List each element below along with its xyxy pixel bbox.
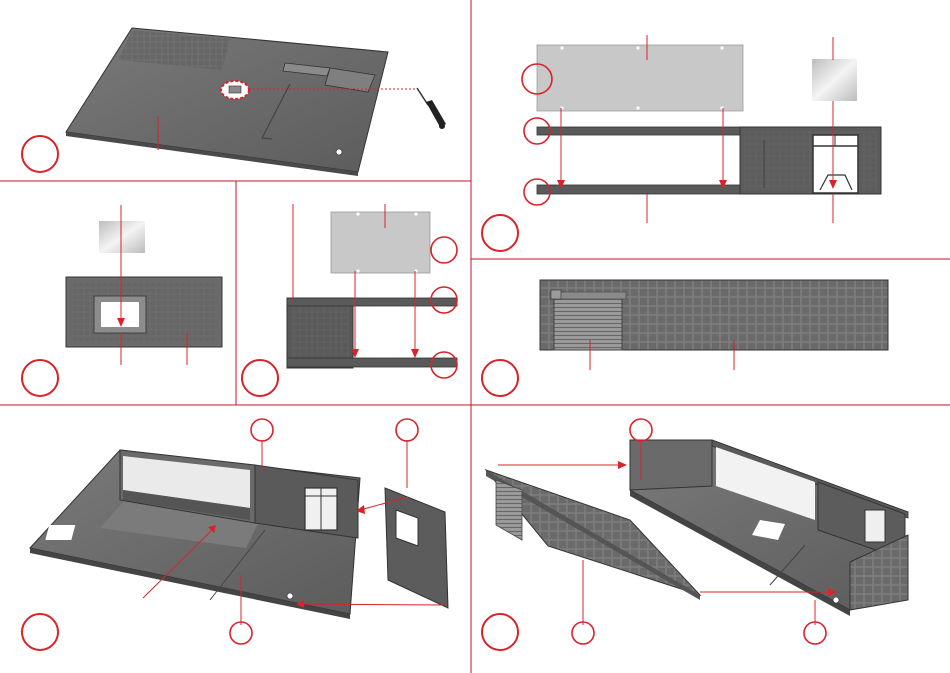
callout-circle (251, 419, 273, 441)
step-4-panel (482, 35, 881, 251)
roller-door (554, 298, 622, 350)
callout-circle (572, 622, 594, 644)
callout-circle (230, 622, 252, 644)
step-7-number-circle (482, 614, 518, 650)
step-6-panel (22, 419, 448, 650)
floor-cutout (45, 525, 75, 540)
step-2-number-circle (22, 360, 58, 396)
step-3-number-circle (242, 360, 278, 396)
window-glass (99, 221, 145, 253)
step-1-panel (22, 28, 446, 176)
step-5-number-circle (482, 360, 518, 396)
roller-door (496, 480, 522, 540)
glazing-sheet (537, 45, 743, 111)
glazing-sheet (331, 212, 430, 273)
door-lintel (550, 292, 626, 299)
callout-circle (804, 622, 826, 644)
hole (287, 593, 293, 599)
step-5-panel (482, 280, 888, 396)
step-4-number-circle (482, 215, 518, 251)
craft-knife-icon (417, 88, 446, 129)
hole (833, 597, 839, 603)
step-1-number-circle (22, 136, 58, 172)
wall-top-rail (537, 127, 742, 135)
left-wall (630, 440, 712, 490)
callout-circle (630, 419, 652, 441)
small-glass (812, 59, 857, 101)
hole (336, 149, 342, 155)
wall-bottom-rail (537, 185, 742, 194)
lamp (551, 290, 561, 299)
side-wall-panel (385, 488, 448, 608)
step-3-panel (242, 204, 457, 396)
step-7-panel (482, 419, 908, 650)
step-6-number-circle (22, 614, 58, 650)
callout-circle (396, 419, 418, 441)
callout-circle (431, 237, 457, 263)
step-2-panel (22, 205, 222, 396)
